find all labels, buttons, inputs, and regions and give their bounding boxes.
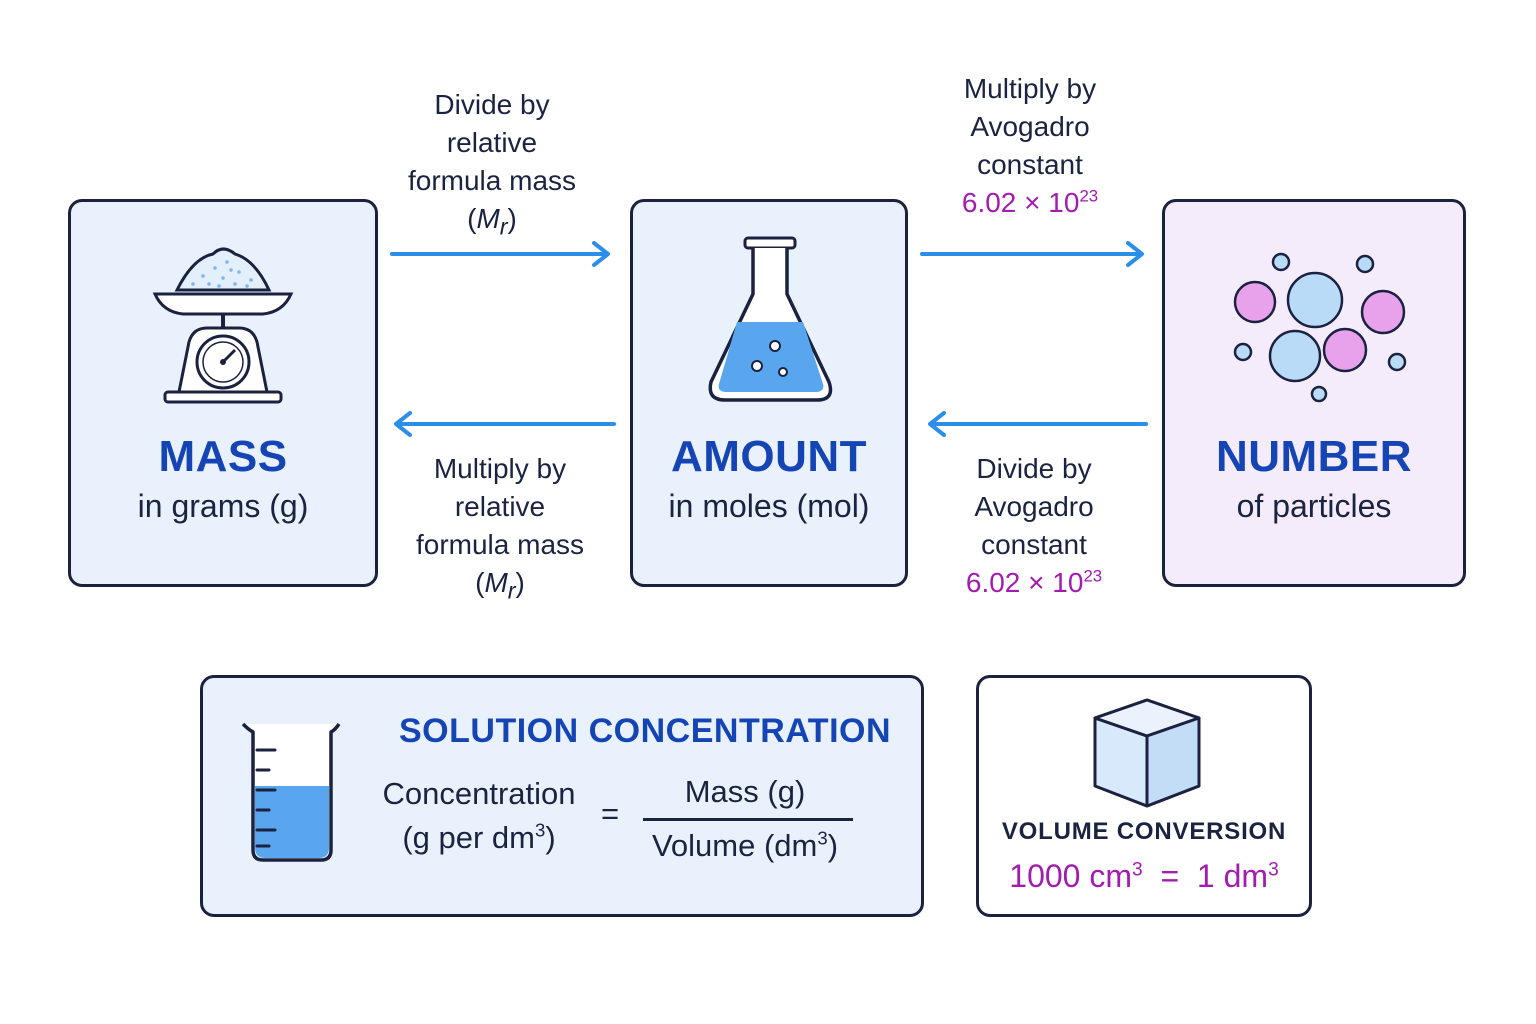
concentration-lhs-line1: Concentration — [382, 776, 576, 811]
number-subtitle: of particles — [1236, 488, 1392, 524]
concentration-title: SOLUTION CONCENTRATION — [399, 712, 892, 750]
amount-box: AMOUNT in moles (mol) — [630, 199, 908, 587]
concentration-box: SOLUTION CONCENTRATION Concentration (g … — [200, 675, 924, 917]
label-amount-to-number: Multiply by Avogadro constant 6.02 × 102… — [920, 70, 1140, 222]
mass-title: MASS — [158, 432, 288, 481]
avogadro-constant: 6.02 × 1023 — [965, 566, 1103, 598]
arrow-amount-to-mass — [394, 411, 616, 437]
label-line: relative — [454, 491, 546, 522]
mr-symbol: (Mr) — [475, 567, 525, 604]
fraction-numerator: Mass (g) — [684, 774, 806, 809]
label-line: constant — [981, 529, 1087, 560]
mr-symbol: (Mr) — [467, 203, 517, 240]
label-line: formula mass — [407, 165, 577, 196]
label-mass-to-amount: Divide by relative formula mass (Mr) — [382, 86, 602, 246]
number-box: NUMBER of particles — [1162, 199, 1466, 587]
label-line: Avogadro — [974, 491, 1094, 522]
mass-box: MASS in grams (g) — [68, 199, 378, 587]
avogadro-constant: 6.02 × 1023 — [961, 186, 1099, 218]
label-line: constant — [977, 149, 1083, 180]
amount-subtitle: in moles (mol) — [668, 488, 870, 524]
fraction-line — [643, 818, 853, 821]
arrow-amount-to-number — [920, 241, 1144, 267]
label-number-to-amount: Divide by Avogadro constant 6.02 × 1023 — [924, 450, 1144, 602]
label-line: Divide by — [434, 89, 550, 120]
amount-title: AMOUNT — [670, 432, 868, 481]
label-line: Multiply by — [433, 453, 567, 484]
arrow-mass-to-amount — [390, 241, 610, 267]
conical-flask-icon — [708, 236, 833, 402]
label-line: Divide by — [976, 453, 1092, 484]
number-title: NUMBER — [1215, 432, 1413, 481]
fraction-denominator: Volume (dm3) — [651, 827, 839, 863]
volume-conversion-equation: 1000 cm3 = 1 dm3 — [1009, 858, 1279, 894]
mass-subtitle: in grams (g) — [137, 488, 309, 524]
particles-icon — [1233, 252, 1407, 403]
arrow-number-to-amount — [928, 411, 1148, 437]
label-line: Avogadro — [970, 111, 1090, 142]
volume-conversion-title: VOLUME CONVERSION — [1001, 818, 1287, 845]
label-line: relative — [446, 127, 538, 158]
label-line: Multiply by — [963, 73, 1097, 104]
equals-sign: = — [600, 796, 620, 831]
volume-conversion-box: VOLUME CONVERSION 1000 cm3 = 1 dm3 — [976, 675, 1312, 917]
cube-icon — [1093, 698, 1201, 808]
label-amount-to-mass: Multiply by relative formula mass (Mr) — [390, 450, 610, 610]
beaker-icon — [241, 722, 341, 862]
kitchen-scale-icon — [152, 247, 294, 404]
concentration-lhs-line2: (g per dm3) — [402, 819, 556, 855]
label-line: formula mass — [415, 529, 585, 560]
